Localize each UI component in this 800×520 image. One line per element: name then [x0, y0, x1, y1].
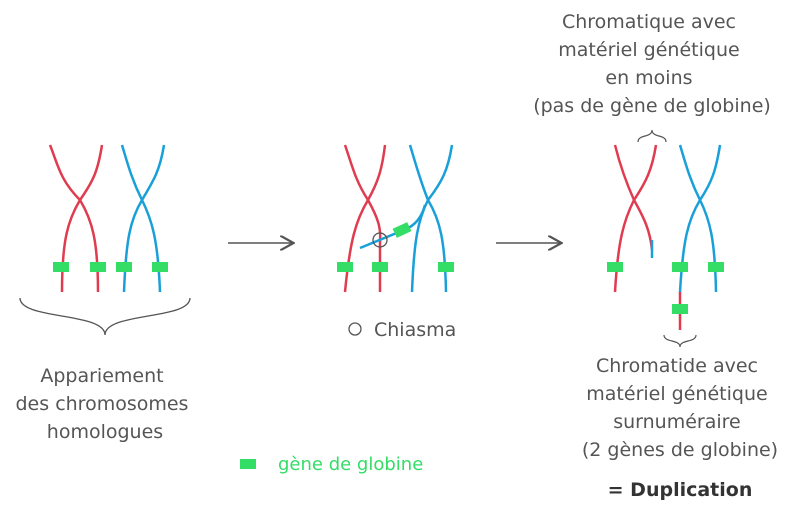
surplus-chromatid-label-line-3: surnuméraire — [613, 411, 741, 433]
globin-gene-marker — [90, 262, 106, 272]
globin-gene-marker — [672, 262, 688, 272]
deficient-chromatid — [632, 144, 658, 251]
maternal-chromatid-2 — [78, 144, 104, 293]
deficient-chromatid-brace — [637, 129, 667, 143]
stage-pairing: Appariement des chromosomes homologues — [16, 144, 195, 443]
globin-gene-marker — [708, 262, 724, 272]
svg-text:Chromatique avec matérie: Chromatique avec matériel génétique en m… — [533, 11, 771, 117]
legend-gene-label: gène de globine — [278, 454, 423, 475]
globin-gene-marker — [372, 262, 388, 272]
svg-text:Chromatide avec matériel: Chromatide avec matériel génétique surnu… — [582, 355, 778, 461]
svg-text:Appariement des chromoso: Appariement des chromosomes homologues — [16, 365, 195, 443]
pairing-label-line-1: Appariement — [40, 365, 163, 387]
deficient-chromatid-label-line-1: Chromatique avec — [562, 11, 736, 33]
pairing-brace — [19, 297, 191, 336]
globin-gene-marker — [607, 262, 623, 272]
deficient-chromatid-label-line-4: (pas de gène de globine) — [533, 95, 771, 117]
chiasma-legend-symbol — [348, 322, 362, 336]
globin-gene-marker — [53, 262, 69, 272]
pairing-label-line-2: des chromosomes — [16, 393, 189, 415]
surplus-chromatid-label-line-1: Chromatide avec — [596, 355, 758, 377]
surplus-chromatid-label-line-2: matériel génétique — [586, 383, 767, 405]
paternal-chromatid-2 — [140, 144, 166, 293]
deficient-chromatid-label-line-2: matériel génétique — [558, 39, 739, 61]
globin-gene-marker — [152, 262, 168, 272]
surplus-chromatid-brace — [663, 334, 697, 348]
globin-gene-marker — [392, 222, 412, 238]
paternal-chromatid-2 — [698, 144, 722, 293]
duplication-conclusion: = Duplication — [608, 479, 753, 501]
globin-gene-marker — [337, 262, 353, 272]
globin-gene-marker — [116, 262, 132, 272]
deficient-chromatid-label-line-3: en moins — [605, 67, 692, 89]
surplus-chromatid-label-line-4: (2 gènes de globine) — [582, 439, 778, 461]
globin-gene-marker-extra — [672, 304, 688, 314]
globin-gene-marker — [438, 262, 454, 272]
chiasma-label: Chiasma — [374, 319, 456, 341]
legend: gène de globine — [240, 454, 423, 475]
legend-gene-swatch — [240, 459, 256, 469]
pairing-label-line-3: homologues — [47, 421, 163, 443]
stage-chiasma: Chiasma — [337, 144, 456, 341]
chiasma-marker — [372, 232, 388, 248]
stage-result: Chromatique avec matériel génétique en m… — [533, 11, 778, 501]
paternal-chromatid-2 — [426, 144, 454, 293]
